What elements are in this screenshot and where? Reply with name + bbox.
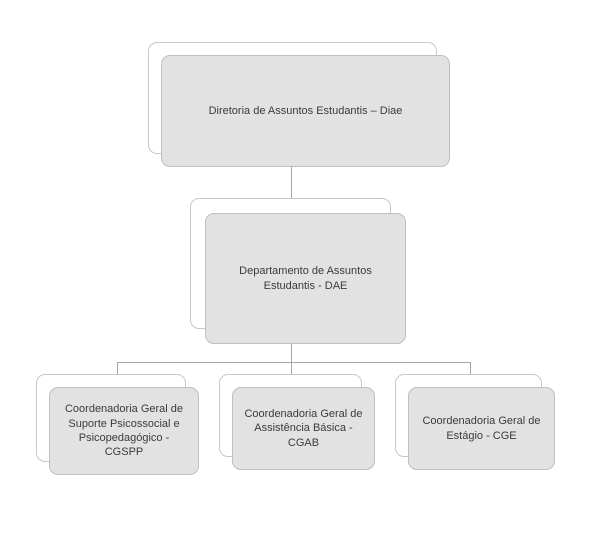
node-dae-label: Departamento de Assuntos Estudantis - DA… <box>239 265 372 292</box>
connector-branch-horizontal <box>117 362 471 363</box>
node-diae: Diretoria de Assuntos Estudantis – Diae <box>148 42 450 167</box>
node-diae-label: Diretoria de Assuntos Estudantis – Diae <box>208 104 403 117</box>
node-cgab-front-card: Coordenadoria Geral de Assistência Básic… <box>232 387 375 470</box>
connector-drop-cgspp <box>117 362 118 375</box>
node-cgspp-label: Coordenadoria Geral de Suporte Psicossoc… <box>64 403 184 459</box>
node-cge-front-card: Coordenadoria Geral de Estágio - CGE <box>408 387 555 470</box>
node-cgab-label: Coordenadoria Geral de Assistência Básic… <box>244 408 363 449</box>
node-cge: Coordenadoria Geral de Estágio - CGE <box>395 374 555 470</box>
connector-drop-cge <box>470 362 471 375</box>
connector-dept-to-branch <box>291 344 292 362</box>
node-dae-front-card: Departamento de Assuntos Estudantis - DA… <box>205 213 406 344</box>
connector-root-to-dept <box>291 167 292 198</box>
node-cgab: Coordenadoria Geral de Assistência Básic… <box>219 374 375 470</box>
node-cgspp: Coordenadoria Geral de Suporte Psicossoc… <box>36 374 199 475</box>
node-diae-front-card: Diretoria de Assuntos Estudantis – Diae <box>161 55 450 167</box>
node-cgspp-front-card: Coordenadoria Geral de Suporte Psicossoc… <box>49 387 199 475</box>
connector-drop-cgab <box>291 362 292 375</box>
node-cge-label: Coordenadoria Geral de Estágio - CGE <box>422 415 541 442</box>
node-dae: Departamento de Assuntos Estudantis - DA… <box>190 198 406 344</box>
